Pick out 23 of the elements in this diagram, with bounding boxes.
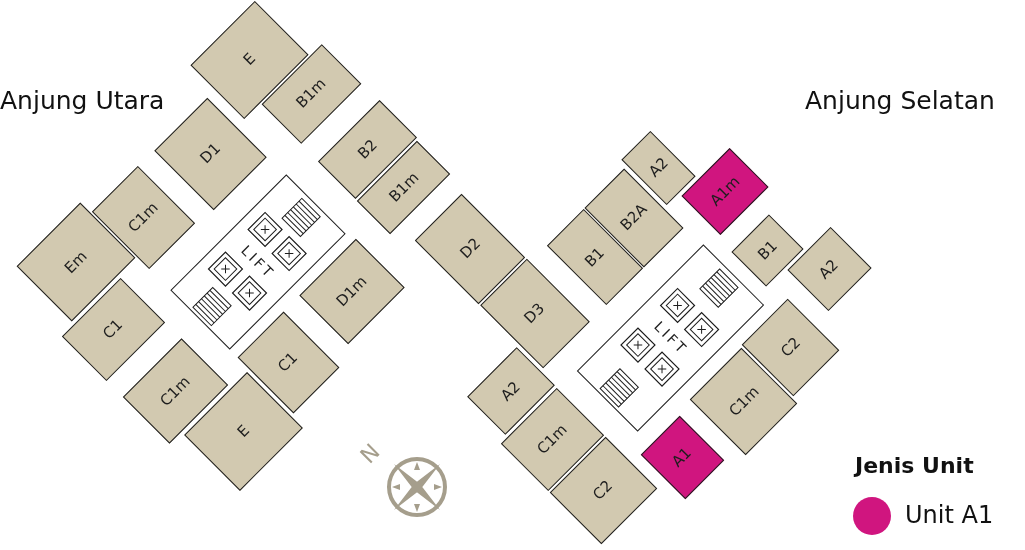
compass-north-label: N xyxy=(354,438,386,470)
unit-label: Em xyxy=(62,248,91,277)
unit-label: D2 xyxy=(457,236,483,262)
unit-label: A2 xyxy=(646,155,671,181)
unit-label: C1 xyxy=(100,317,126,342)
unit-label: A2 xyxy=(816,256,842,282)
unit-label: C2 xyxy=(778,335,803,361)
unit-label: D3 xyxy=(522,300,548,327)
unit-label: C2 xyxy=(590,477,616,503)
unit-label: B1 xyxy=(755,238,781,263)
unit-label: B1 xyxy=(582,245,607,270)
unit-label: B2A xyxy=(618,201,651,234)
unit-label: A1 xyxy=(670,445,695,470)
unit-label: A2 xyxy=(498,378,523,404)
unit-label: B2 xyxy=(355,137,380,163)
legend-label: Unit A1 xyxy=(905,500,994,530)
unit-label: E xyxy=(240,51,258,69)
unit-label: E xyxy=(234,422,252,440)
legend-title: Jenis Unit xyxy=(855,452,974,480)
place-label: Anjung Utara xyxy=(0,85,166,117)
unit-label: C1 xyxy=(276,349,301,375)
place-label: Anjung Selatan xyxy=(805,85,996,117)
unit-label: D1 xyxy=(197,141,224,167)
